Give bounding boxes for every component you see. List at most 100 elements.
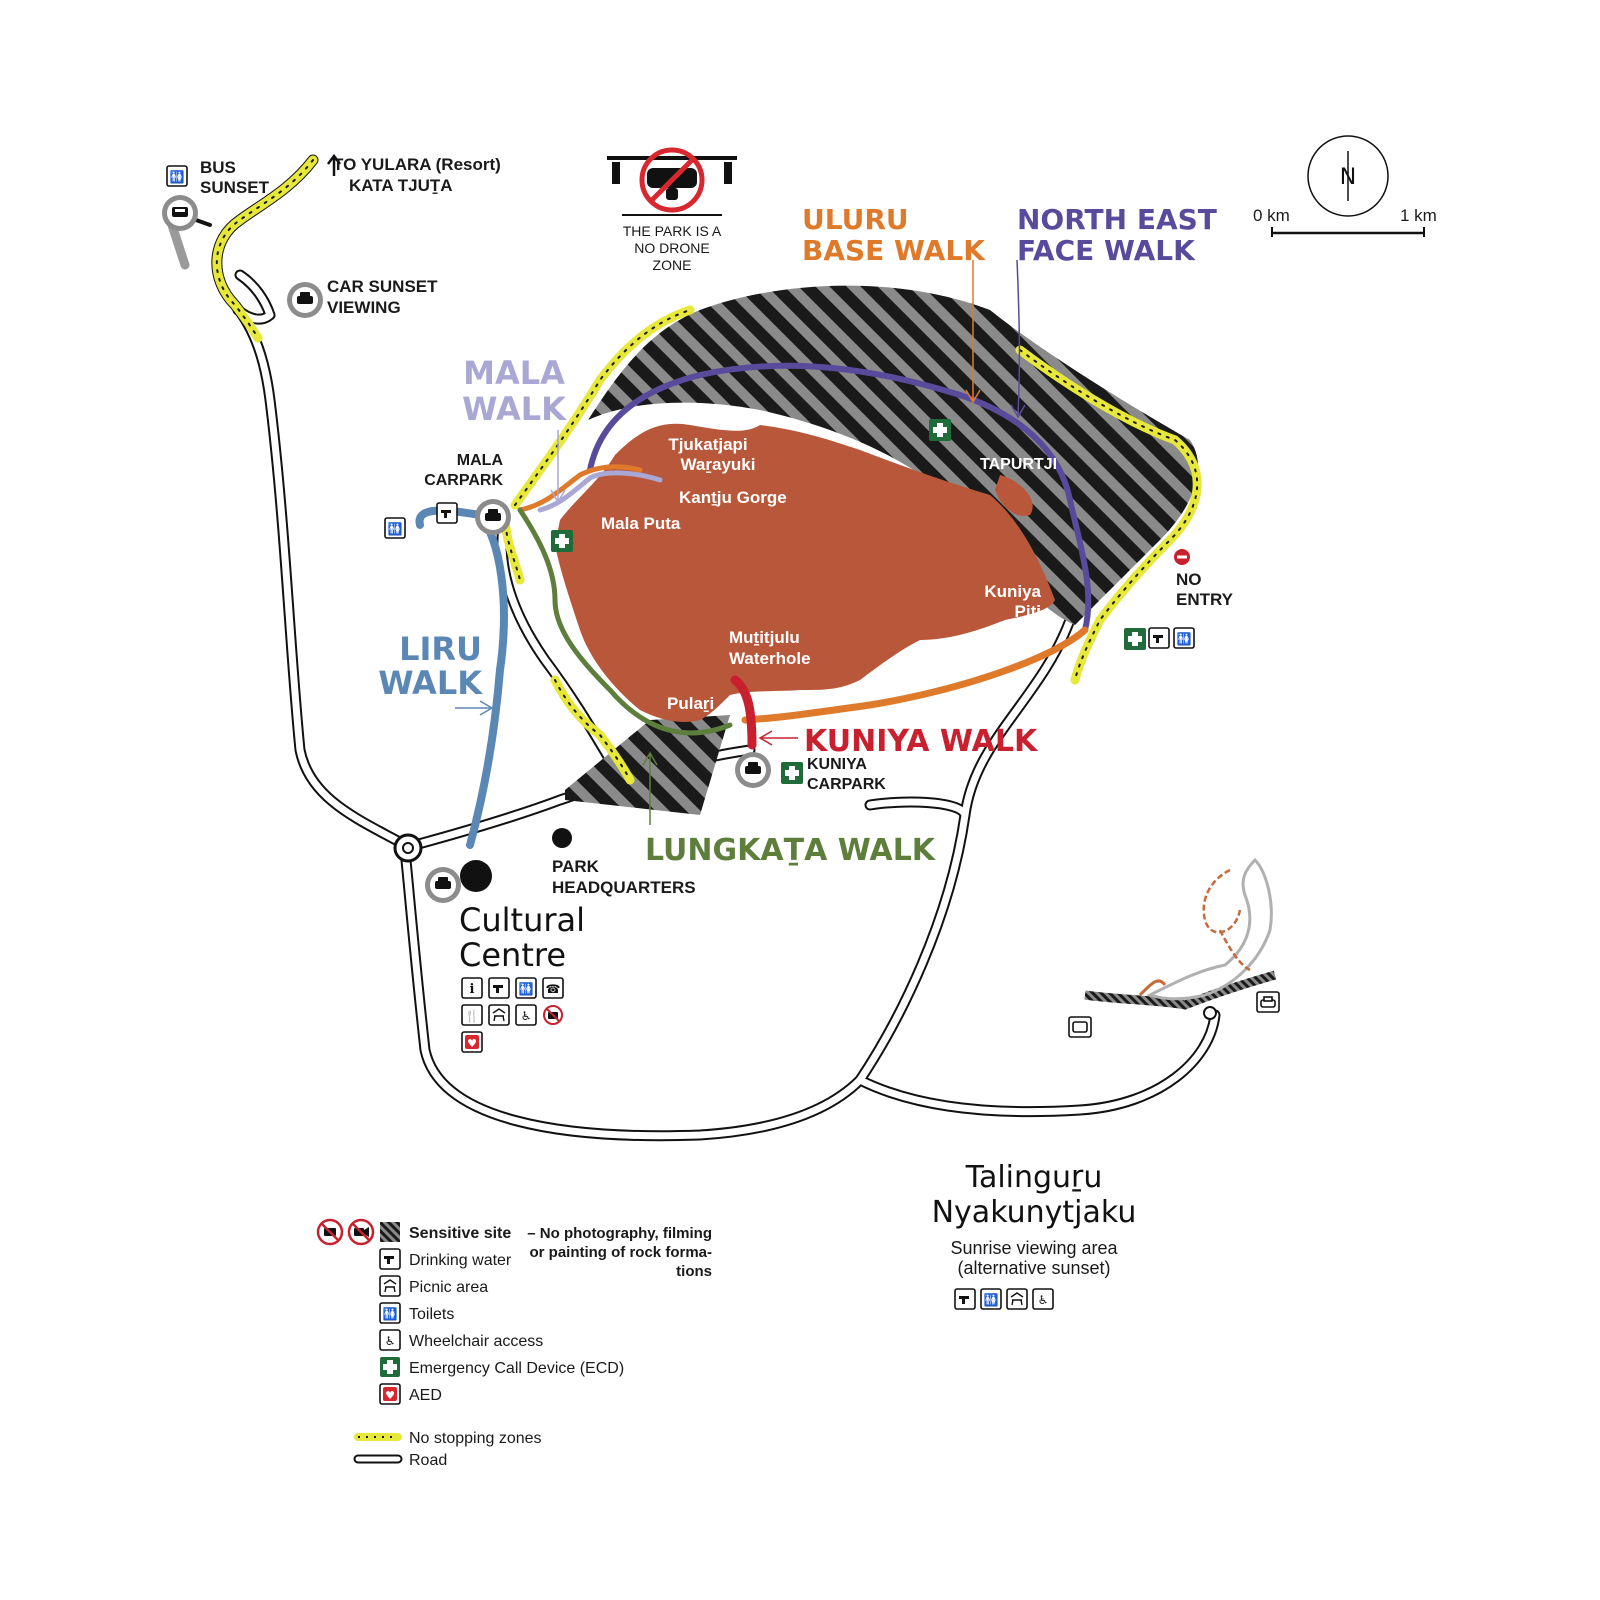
uluru-base-walk-label: ULURU BASE WALK bbox=[802, 203, 986, 267]
picnic-icon bbox=[488, 1004, 510, 1026]
mala-walk-label: MALA WALK bbox=[462, 354, 567, 428]
uluru-base-walk-path bbox=[741, 626, 1089, 724]
svg-text:Kuniya: Kuniya bbox=[984, 582, 1041, 601]
bus-sunset-label: BUS SUNSET bbox=[200, 158, 270, 197]
no-stopping-zones bbox=[212, 155, 1202, 785]
legend-sensitive-title: Sensitive site bbox=[409, 1225, 511, 1242]
scale-start-label: 0 km bbox=[1253, 206, 1290, 225]
toilets-icon: 🚻 bbox=[384, 517, 406, 539]
liru-walk-label: LIRU WALK bbox=[378, 630, 483, 702]
svg-text:♥: ♥ bbox=[467, 1037, 477, 1050]
wheelchair-icon: ♿ bbox=[515, 1004, 537, 1026]
car-park-icon bbox=[287, 282, 323, 318]
legend-sensitive-description: – No photography, filming or painting of… bbox=[527, 1225, 712, 1280]
svg-text:☎: ☎ bbox=[546, 982, 561, 996]
svg-text:(alternative sunset): (alternative sunset) bbox=[957, 1258, 1110, 1278]
no-photography-icon bbox=[316, 1218, 344, 1246]
cafe-icon: 🍴 bbox=[461, 1004, 483, 1026]
kuniya-arrow bbox=[758, 730, 798, 746]
mala-puta-label: Mala Puta bbox=[601, 514, 681, 533]
north-east-face-walk-path bbox=[587, 362, 1092, 633]
svg-text:– No photography, filming: – No photography, filming bbox=[527, 1225, 712, 1242]
liru-arrow bbox=[455, 700, 494, 716]
legend-no-stopping: No stopping zones bbox=[409, 1430, 542, 1447]
no-drone-icon bbox=[607, 147, 737, 216]
wheelchair-icon: ♿ bbox=[1032, 1288, 1054, 1310]
svg-text:LIRU: LIRU bbox=[399, 630, 482, 668]
kuniya-walk-label: KUNIYA WALK bbox=[804, 724, 1039, 759]
car-park-icon bbox=[475, 499, 511, 535]
svg-text:🚻: 🚻 bbox=[388, 522, 403, 536]
svg-text:SUNSET: SUNSET bbox=[200, 178, 270, 197]
car-park-icon bbox=[735, 752, 771, 788]
svg-text:MALA: MALA bbox=[457, 452, 504, 469]
svg-text:Talinguṟu: Talinguṟu bbox=[965, 1160, 1103, 1195]
svg-text:CAR SUNSET: CAR SUNSET bbox=[327, 277, 438, 296]
picnic-icon bbox=[1006, 1288, 1028, 1310]
park-headquarters-label: PARK HEADQUARTERS bbox=[552, 857, 696, 897]
svg-text:♿: ♿ bbox=[385, 1334, 396, 1348]
svg-text:Muṯitjulu: Muṯitjulu bbox=[729, 628, 800, 647]
no-photography-icon bbox=[543, 1005, 563, 1025]
mutitjulu-label: Muṯitjulu Waterhole bbox=[729, 628, 811, 668]
information-icon: i bbox=[461, 977, 483, 999]
drinking-water-icon bbox=[1148, 627, 1170, 649]
legend-ecd: Emergency Call Device (ECD) bbox=[409, 1360, 624, 1377]
svg-text:PARK: PARK bbox=[552, 857, 600, 876]
svg-text:ENTRY: ENTRY bbox=[1176, 590, 1234, 609]
walk-pointer-arrows bbox=[455, 259, 1026, 825]
ecd-icon bbox=[380, 1357, 400, 1377]
svg-text:TO YULARA (Resort): TO YULARA (Resort) bbox=[333, 155, 501, 174]
svg-text:Piṯi: Piṯi bbox=[1015, 602, 1041, 621]
svg-text:🚻: 🚻 bbox=[383, 1307, 398, 1321]
toilets-icon: 🚻 bbox=[1173, 627, 1195, 649]
svg-text:CARPARK: CARPARK bbox=[807, 776, 886, 793]
roundabout-centre bbox=[402, 842, 414, 854]
legend-drinking-water: Drinking water bbox=[409, 1252, 512, 1269]
svg-text:NO: NO bbox=[1176, 570, 1202, 589]
tjukatjapi-label: Tjukatjapi Waṟayuki bbox=[668, 435, 755, 474]
mala-arrow bbox=[550, 430, 566, 504]
drone-notice-line-1: THE PARK IS A bbox=[623, 223, 722, 239]
svg-text:KATA TJUṮA: KATA TJUṮA bbox=[349, 176, 453, 195]
svg-text:WALK: WALK bbox=[378, 664, 483, 702]
talinguru-label: Talinguṟu Nyakunytjaku bbox=[932, 1160, 1137, 1230]
kuniya-walk-path bbox=[730, 675, 757, 750]
svg-text:FACE WALK: FACE WALK bbox=[1017, 234, 1196, 267]
svg-text:🚻: 🚻 bbox=[519, 982, 534, 996]
talinguru-inset bbox=[1084, 857, 1277, 1020]
ecd-icon bbox=[551, 530, 573, 552]
uluru-base-walk-west-path bbox=[517, 464, 643, 513]
svg-text:i: i bbox=[470, 982, 475, 997]
legend-picnic: Picnic area bbox=[409, 1279, 488, 1296]
svg-text:♥: ♥ bbox=[385, 1389, 395, 1402]
mala-carpark-label: MALA CARPARK bbox=[424, 452, 503, 489]
svg-text:Nyakunytjaku: Nyakunytjaku bbox=[932, 1195, 1137, 1230]
scale-bar: 0 km 1 km bbox=[1253, 206, 1437, 237]
legend: Sensitive site – No photography, filming… bbox=[316, 1218, 712, 1469]
svg-text:Waterhole: Waterhole bbox=[729, 649, 811, 668]
toilets-icon: 🚻 bbox=[166, 165, 188, 187]
drinking-water-icon bbox=[379, 1248, 401, 1270]
no-entry-icon bbox=[1174, 549, 1190, 565]
drinking-water-icon bbox=[488, 977, 510, 999]
car-sunset-label: CAR SUNSET VIEWING bbox=[327, 277, 438, 317]
svg-text:🍴: 🍴 bbox=[465, 1009, 480, 1023]
wheelchair-icon: ♿ bbox=[379, 1329, 401, 1351]
svg-text:KUNIYA: KUNIYA bbox=[807, 756, 867, 773]
no-entry-label: NO ENTRY bbox=[1176, 570, 1234, 609]
drone-notice-line-2: NO DRONE bbox=[634, 240, 709, 256]
to-yulara-label: TO YULARA (Resort) KATA TJUṮA bbox=[327, 153, 501, 195]
cultural-centre-facilities: i 🚻 ☎ 🍴 ♿ ♥ bbox=[461, 977, 564, 1053]
svg-text:Tjukatjapi: Tjukatjapi bbox=[668, 435, 747, 454]
ecd-icon bbox=[1124, 628, 1146, 650]
svg-text:CARPARK: CARPARK bbox=[424, 472, 503, 489]
lungkata-walk-path bbox=[517, 507, 733, 736]
legend-road: Road bbox=[409, 1452, 447, 1469]
svg-text:NORTH EAST: NORTH EAST bbox=[1017, 203, 1217, 236]
svg-text:♿: ♿ bbox=[1038, 1293, 1049, 1307]
car-park-icon bbox=[425, 867, 461, 903]
toilets-icon: 🚻 bbox=[980, 1288, 1002, 1310]
walk-tracks bbox=[415, 362, 1092, 849]
kuniya-piti-label: Kuniya Piṯi bbox=[984, 582, 1041, 621]
